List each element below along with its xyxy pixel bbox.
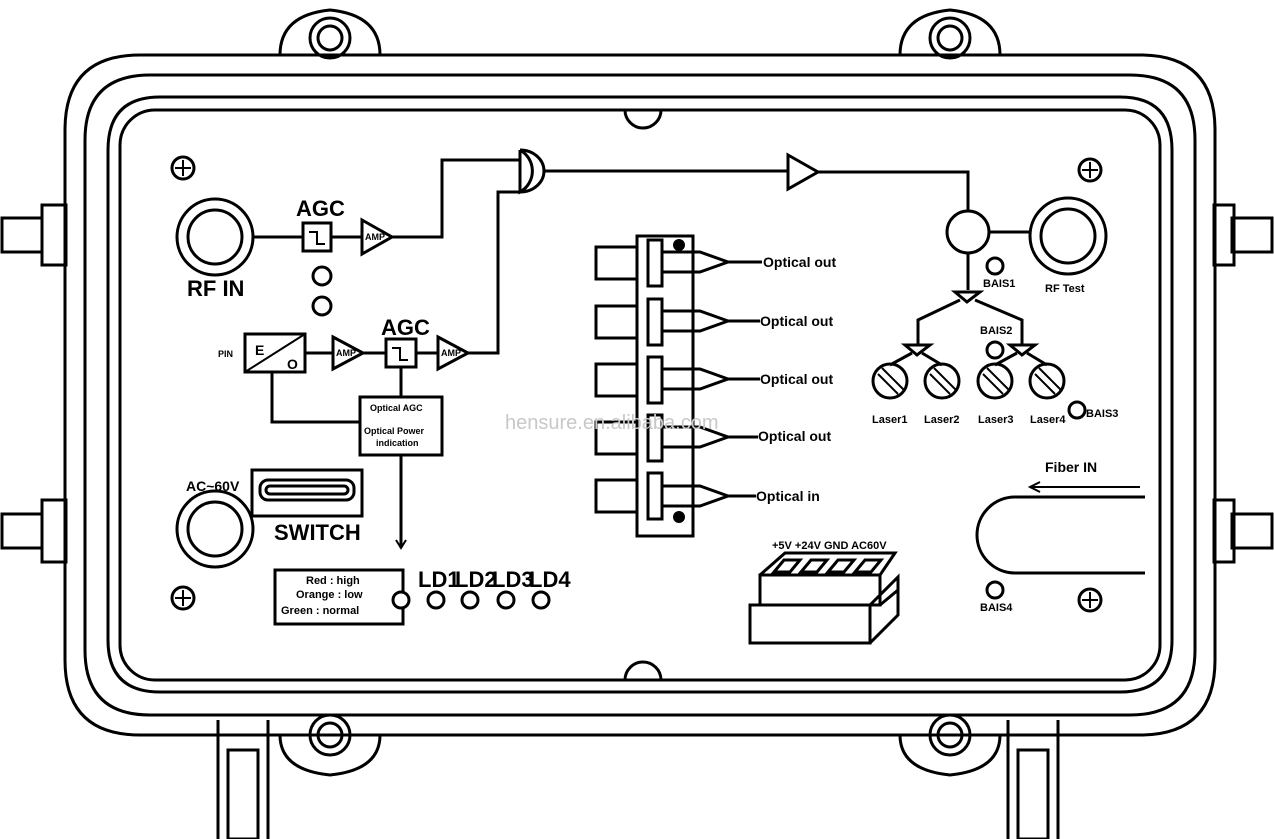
- optical-in: Optical in: [756, 488, 820, 504]
- legend-red: Red : high: [306, 575, 360, 587]
- power-terminal-block: +5V +24V GND AC60V: [748, 540, 900, 645]
- legend-orange: Orange : low: [296, 589, 363, 601]
- screw-icon: [170, 585, 196, 611]
- eo-e-label: E: [255, 342, 264, 358]
- housing: [0, 8, 1274, 839]
- led-icon: [985, 580, 1005, 600]
- watermark: hensure.en.alibaba.com: [505, 412, 718, 434]
- optical-out-2: Optical out: [760, 313, 833, 329]
- eo-o-label: O: [287, 356, 298, 372]
- led-icon: [311, 295, 333, 317]
- screw-icon: [170, 155, 196, 181]
- led-icon: [531, 590, 551, 610]
- laser1-label: Laser1: [872, 414, 907, 426]
- led-icon: [391, 590, 411, 610]
- optical-out-3: Optical out: [760, 371, 833, 387]
- bais3-label: BAIS3: [1086, 408, 1118, 420]
- power-terminals-label: +5V +24V GND AC60V: [772, 540, 887, 552]
- laser-icon: [1028, 362, 1066, 400]
- led-icon: [311, 265, 333, 287]
- legend-green: Green : normal: [281, 605, 359, 617]
- laser-icon: [923, 362, 961, 400]
- rf-test-label: RF Test: [1045, 283, 1085, 295]
- optical-out-1: Optical out: [763, 254, 836, 270]
- led-icon: [985, 256, 1005, 276]
- amplifier-icon: [360, 217, 396, 257]
- bais1-label: BAIS1: [983, 278, 1015, 290]
- agc-top-label: AGC: [296, 196, 345, 221]
- led-icon: [460, 590, 480, 610]
- agc-mid-label: AGC: [381, 315, 430, 340]
- screw-icon: [1077, 587, 1103, 613]
- connector-icon: [175, 489, 255, 569]
- optical-out-4: Optical out: [758, 428, 831, 444]
- amp-label-top: AMP: [365, 232, 385, 242]
- combiner: [518, 148, 970, 210]
- ac-switch-block: AC~60V SWITCH: [175, 468, 364, 569]
- ld1-label: LD1: [418, 567, 460, 592]
- screw-icon: [1077, 157, 1103, 183]
- amplifier-icon: [786, 152, 822, 192]
- ac-60v-label: AC~60V: [186, 478, 240, 494]
- rf-chain: AGC AMP: [253, 158, 520, 317]
- fiber-in-slot: Fiber IN BAIS4: [975, 459, 1145, 614]
- amp-label-right: AMP: [441, 348, 461, 358]
- fiber-port-4: [594, 413, 758, 463]
- led-icon: [426, 590, 446, 610]
- led-icon: [985, 340, 1005, 360]
- laser2-label: Laser2: [924, 414, 959, 426]
- ld3-label: LD3: [492, 567, 534, 592]
- bais2-label: BAIS2: [980, 325, 1012, 337]
- fiber-port-3: [594, 355, 760, 405]
- pin-label: PIN: [218, 349, 233, 359]
- status-legend: Red : high Orange : low Green : normal L…: [273, 567, 571, 626]
- fiber-port-2: [594, 297, 760, 347]
- fiber-port-5: [594, 471, 756, 521]
- laser-section: RF Test BAIS1 BAIS2 Laser1 Laser2: [871, 196, 1118, 426]
- ld4-label: LD4: [529, 567, 571, 592]
- laser3-label: Laser3: [978, 414, 1013, 426]
- amplifier-icon: [331, 334, 367, 372]
- fiber-panel: Optical out Optical out Optical out Opti…: [594, 234, 836, 538]
- laser4-label: Laser4: [1030, 414, 1066, 426]
- optical-power-label-2: indication: [376, 438, 419, 448]
- led-icon: [1067, 400, 1087, 420]
- optical-agc-label: Optical AGC: [370, 403, 423, 413]
- fiber-in-label: Fiber IN: [1045, 459, 1097, 475]
- fiber-port-1: [594, 238, 762, 288]
- splitter-icon: [945, 209, 991, 255]
- connector-icon: [1028, 196, 1108, 276]
- amp-label-mid: AMP: [336, 348, 356, 358]
- laser-icon: [976, 362, 1014, 400]
- amplifier-icon: [436, 334, 472, 372]
- optical-receive-chain: PIN E O AMP AGC AMP Optical AGC Optical …: [218, 190, 520, 550]
- bais4-label: BAIS4: [980, 602, 1013, 614]
- laser-icon: [871, 362, 909, 400]
- switch-body: [250, 468, 364, 518]
- switch-label: SWITCH: [274, 520, 361, 545]
- rf-in-connector: RF IN: [175, 197, 255, 301]
- ld2-label: LD2: [455, 567, 497, 592]
- led-icon: [496, 590, 516, 610]
- optical-power-label-1: Optical Power: [364, 426, 425, 436]
- rf-in-label: RF IN: [187, 276, 244, 301]
